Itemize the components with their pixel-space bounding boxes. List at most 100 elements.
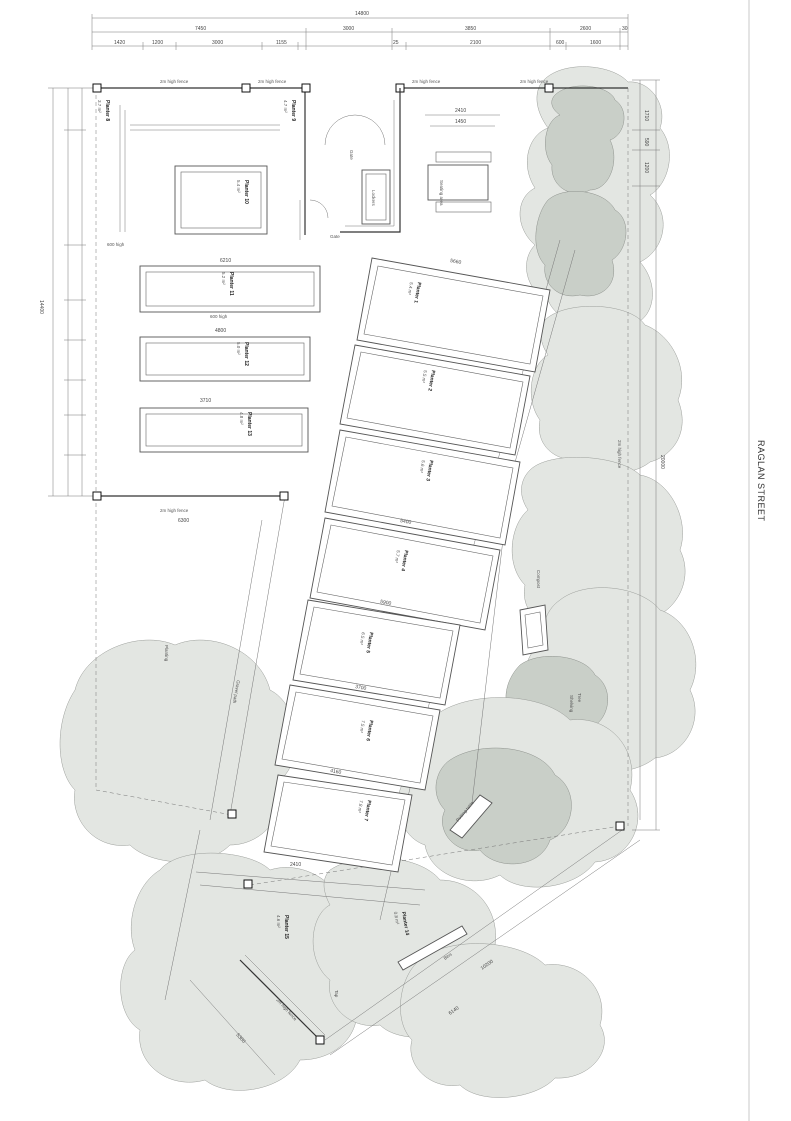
planter-5: Planter 5 6.5 m² 5900 bbox=[292, 599, 461, 706]
path-cross-1 bbox=[195, 871, 426, 891]
garden-label: Planting bbox=[164, 645, 169, 662]
dim-top-sub-5: 25 bbox=[393, 40, 399, 46]
gravel-path-label: Gravel path bbox=[232, 680, 241, 704]
svg-text:2410: 2410 bbox=[455, 108, 466, 114]
planter-15-area: 4.6 m² bbox=[276, 915, 281, 928]
post bbox=[301, 83, 311, 93]
planter-13: Planter 13 4.8 m² 3710 bbox=[139, 398, 309, 453]
dim-top-seg-1: 7450 bbox=[195, 26, 206, 32]
post bbox=[241, 83, 251, 93]
svg-text:3700: 3700 bbox=[355, 684, 367, 692]
svg-text:3710: 3710 bbox=[200, 398, 211, 404]
path-cross-2 bbox=[199, 884, 421, 906]
svg-text:6210: 6210 bbox=[220, 258, 231, 264]
planter-1-area: 5.4 m² bbox=[407, 282, 414, 296]
dim-top-sub-3: 3000 bbox=[212, 40, 223, 46]
tree-canopy-bottom-right-core bbox=[435, 747, 572, 865]
bins-label: Bins bbox=[443, 951, 454, 961]
planter-12: Planter 12 5.0 m² 4800 bbox=[139, 328, 311, 382]
svg-text:Compost: Compost bbox=[536, 570, 541, 589]
dim-top-seg-5: 30 bbox=[622, 26, 628, 32]
gate-label: Gate bbox=[349, 150, 354, 160]
tree-canopy-right-3 bbox=[530, 306, 683, 473]
dim-top-seg-2: 3000 bbox=[343, 26, 354, 32]
post bbox=[279, 491, 289, 501]
tree-label: Tree bbox=[577, 693, 582, 703]
compost-unit: Compost bbox=[519, 570, 549, 656]
svg-text:1450: 1450 bbox=[455, 119, 466, 125]
svg-text:5660: 5660 bbox=[450, 258, 462, 266]
tap-label: Tap bbox=[334, 990, 339, 998]
boundary-bottom-diag-2 bbox=[329, 839, 641, 1056]
tree-canopy-top-right-core bbox=[545, 85, 625, 194]
svg-text:600 high: 600 high bbox=[210, 314, 228, 319]
dim-diag-bottom-left bbox=[189, 979, 276, 1076]
fence-label-top-mid: 2m high fence bbox=[258, 79, 287, 84]
left-dimension-chain: 14400 bbox=[38, 87, 100, 497]
planter-4-area: 5.7 m² bbox=[394, 550, 401, 564]
dim-base-6300: 6300 bbox=[178, 518, 189, 524]
planter-2-name: Planter 2 bbox=[426, 370, 436, 392]
dim-bottom-width: 2410 bbox=[290, 862, 301, 868]
planter-12-name: Planter 12 bbox=[243, 342, 249, 366]
svg-text:4800: 4800 bbox=[215, 328, 226, 334]
planter-8-name: Planter 8 bbox=[104, 100, 110, 121]
planter-9-name: Planter 9 bbox=[290, 100, 296, 121]
post bbox=[544, 83, 554, 93]
dim-top-sub-4: 1155 bbox=[276, 40, 287, 46]
planter-10: Planter 10 5.4 m² bbox=[174, 165, 268, 235]
gate-swing-lower bbox=[309, 199, 329, 219]
fence-bottom-inner bbox=[244, 954, 326, 1036]
boundary-bottom-diag bbox=[324, 827, 626, 1041]
dim-diag-a: 6140 bbox=[448, 1005, 461, 1016]
fence-lines bbox=[95, 87, 641, 1076]
planter-11-area: 5.2 m² bbox=[221, 272, 226, 285]
tree-canopy-bottom-left bbox=[120, 852, 368, 1091]
planter-5-name: Planter 5 bbox=[364, 632, 374, 654]
svg-text:5900: 5900 bbox=[380, 599, 392, 607]
svg-text:5400: 5400 bbox=[400, 518, 412, 526]
dim-top-sub-6: 2100 bbox=[470, 40, 481, 46]
planter-4-name: Planter 4 bbox=[399, 550, 409, 572]
planter-11-name: Planter 11 bbox=[228, 272, 234, 296]
dim-top-seg-4: 2600 bbox=[580, 26, 591, 32]
dim-right-seg-2: 590 bbox=[643, 138, 649, 147]
post bbox=[315, 1035, 325, 1045]
right-dimension-chain: 1710 590 1200 20000 bbox=[632, 79, 665, 831]
planter-8-area: 3.7 m² bbox=[97, 100, 102, 113]
planter-7: Planter 7 7.8 m² 4160 bbox=[263, 768, 413, 873]
street-name-label: RAGLAN STREET bbox=[756, 440, 766, 522]
dim-top-sub-8: 1600 bbox=[590, 40, 601, 46]
seating-area: Seating area 2410 1450 bbox=[425, 108, 500, 213]
planter-3: Planter 3 5.6 m² bbox=[324, 429, 521, 546]
dim-top-sub-1: 1420 bbox=[114, 40, 125, 46]
planter-15: Planter 15 4.6 m² bbox=[276, 915, 289, 939]
planter-14: Planter 14 0.8 m² bbox=[393, 911, 468, 971]
planter-6-name: Planter 6 bbox=[364, 720, 374, 742]
svg-text:4160: 4160 bbox=[330, 768, 342, 776]
planter-7-name: Planter 7 bbox=[362, 800, 372, 822]
height-label-b: 600 high bbox=[107, 242, 125, 247]
tree-canopy-left bbox=[59, 639, 297, 863]
top-left-enclosure bbox=[119, 105, 301, 240]
locker-label: Lockers bbox=[371, 190, 376, 207]
planter-9: Planter 9 4.7 m² bbox=[283, 100, 296, 121]
seating-label: Seating area bbox=[439, 180, 444, 206]
dim-diag-long bbox=[164, 829, 201, 1001]
planter-15-name: Planter 15 bbox=[283, 915, 289, 939]
planter-2: Planter 2 5.5 m² bbox=[339, 344, 531, 456]
planter-14-name: Planter 14 bbox=[400, 911, 410, 936]
fence-label-right: 2m high fence bbox=[617, 440, 622, 469]
dim-overall-top: 14800 bbox=[355, 11, 369, 17]
tree-canopy-bottom-far bbox=[400, 943, 605, 1098]
planter-3-name: Planter 3 bbox=[424, 460, 434, 482]
dim-right-seg-3: 1200 bbox=[643, 162, 649, 173]
fence-label-top-right-a: 2m high fence bbox=[412, 79, 441, 84]
path-edge-a bbox=[229, 495, 286, 816]
dim-top-sub-2: 1200 bbox=[152, 40, 163, 46]
gate-label-2: Gate bbox=[330, 234, 340, 239]
gate-swing-top bbox=[324, 114, 386, 146]
planter-13-name: Planter 13 bbox=[246, 412, 252, 436]
post bbox=[92, 491, 102, 501]
planter-8: Planter 8 3.7 m² bbox=[97, 100, 110, 121]
